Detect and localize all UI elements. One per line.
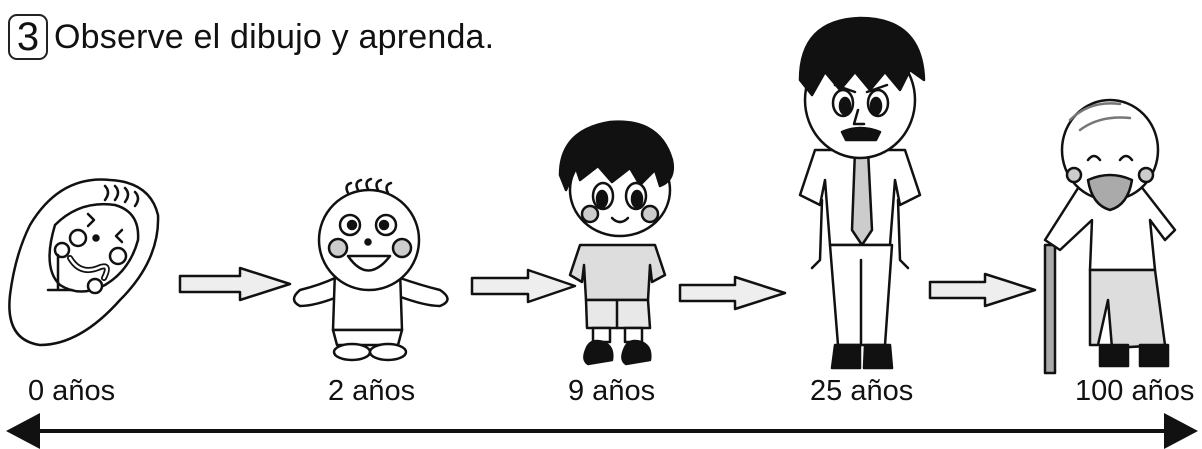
elderly-figure (1043, 98, 1177, 375)
stage-arrow (928, 272, 1037, 308)
child-figure (558, 120, 674, 366)
exercise-number: 3 (16, 15, 40, 59)
toddler-figure (292, 177, 449, 362)
stage-arrow (678, 275, 787, 311)
baby-figure (8, 178, 160, 347)
stage-arrow (178, 266, 292, 302)
adult-figure (798, 16, 926, 370)
age-label-0: 0 años (28, 375, 116, 407)
age-label-100: 100 años (1075, 375, 1195, 407)
age-label-9: 9 años (568, 375, 656, 407)
exercise-header: 3 Observe el dibujo y aprenda. (8, 14, 494, 60)
stage-arrow (470, 268, 577, 304)
age-label-25: 25 años (810, 375, 914, 407)
timeline-axis (6, 413, 1198, 449)
age-label-2: 2 años (328, 375, 416, 407)
exercise-number-box: 3 (8, 14, 48, 60)
instruction-text: Observe el dibujo y aprenda. (54, 17, 495, 56)
